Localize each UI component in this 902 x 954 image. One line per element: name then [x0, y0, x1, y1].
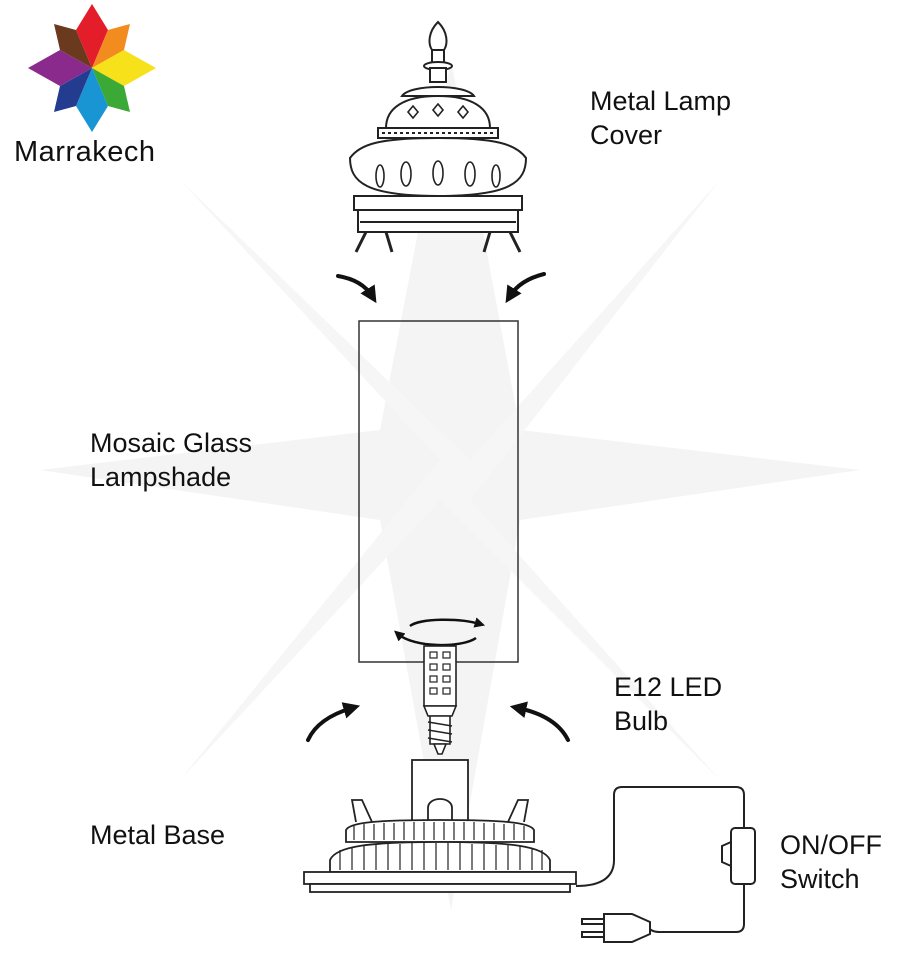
brand-name: Marrakech: [14, 136, 156, 168]
label-line: Mosaic Glass: [90, 428, 253, 458]
marrakech-logo-icon: [28, 4, 156, 132]
label-line: Metal Base: [90, 820, 226, 850]
on-off-switch-drawing: [721, 827, 756, 885]
assembly-arrows: [306, 272, 570, 742]
lamp-cover-drawing: [348, 20, 528, 253]
label-line: Bulb: [614, 706, 669, 736]
label-line: E12 LED: [614, 672, 723, 702]
metal-base-drawing: [303, 759, 577, 893]
label-line: Cover: [590, 120, 663, 150]
label-line: Lampshade: [90, 462, 232, 492]
label-line: Metal Lamp: [590, 86, 732, 116]
label-line: ON/OFF: [780, 830, 882, 860]
led-bulb-drawing: [422, 645, 458, 755]
power-cord-drawing: [575, 786, 745, 933]
rotate-arrow-icon: [394, 617, 486, 647]
label-line: Switch: [780, 864, 860, 894]
plug-drawing: [581, 913, 651, 943]
star-watermark: [40, 60, 860, 910]
